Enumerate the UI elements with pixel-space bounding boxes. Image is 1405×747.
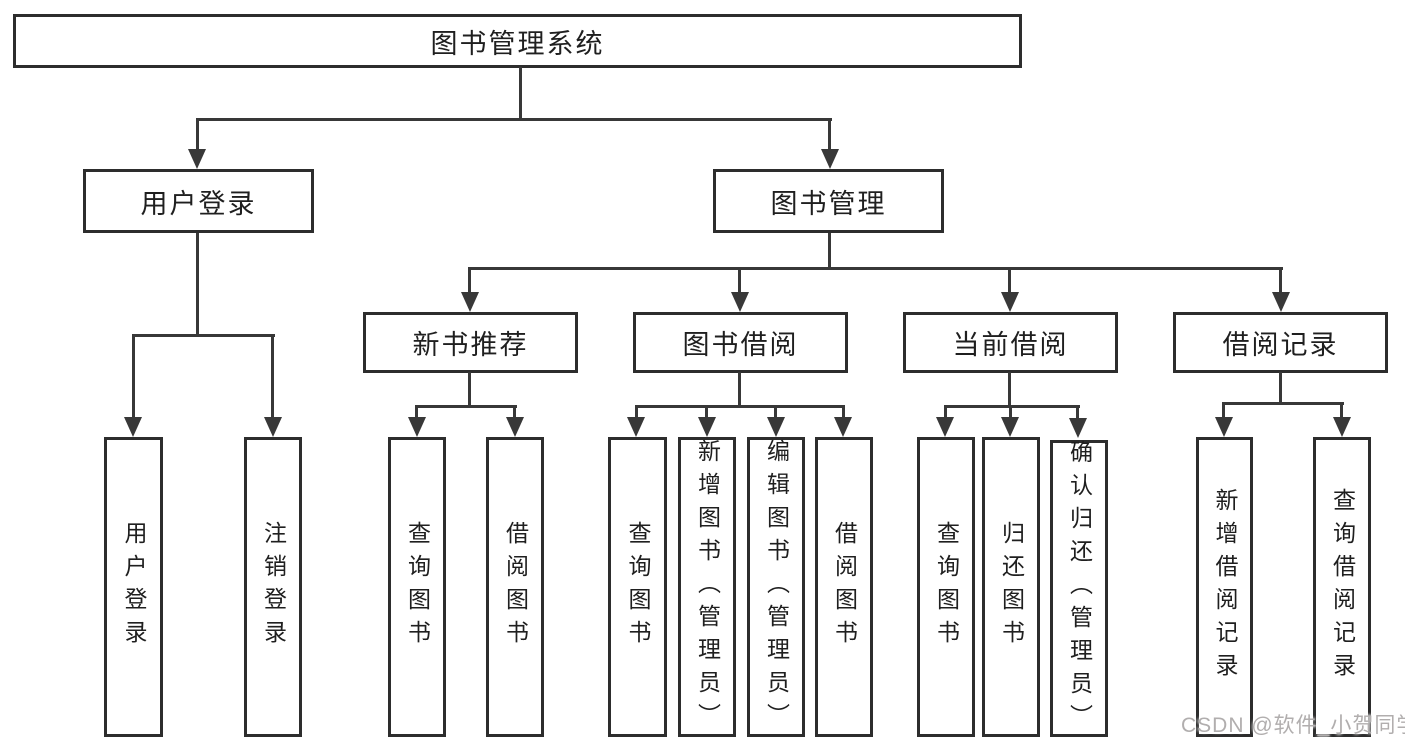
leaf-logout: 注销登录 xyxy=(244,437,302,737)
leaf-edit-book-admin: 编辑图书（管理员） xyxy=(747,437,805,737)
connector-line xyxy=(828,233,831,270)
arrow-down-icon xyxy=(767,417,785,437)
connector-line xyxy=(132,334,135,419)
connector-line xyxy=(1340,402,1343,419)
node-book-borrow: 图书借阅 xyxy=(633,312,848,373)
connector-line xyxy=(1009,405,1012,419)
connector-line xyxy=(513,405,516,419)
connector-line xyxy=(1279,372,1282,405)
arrow-down-icon xyxy=(408,417,426,437)
leaf-borrow-book-label: 借阅图书 xyxy=(831,521,858,653)
connector-line xyxy=(415,405,517,408)
leaf-edit-book-admin-label: 编辑图书（管理员） xyxy=(763,438,790,736)
arrow-down-icon xyxy=(936,417,954,437)
leaf-recommend-borrow-book-label: 借阅图书 xyxy=(502,521,529,653)
leaf-borrow-book: 借阅图书 xyxy=(815,437,873,737)
connector-line xyxy=(132,334,275,337)
leaf-return-book-label: 归还图书 xyxy=(998,521,1025,653)
arrow-down-icon xyxy=(1272,292,1290,312)
leaf-logout-label: 注销登录 xyxy=(260,521,287,653)
arrow-down-icon xyxy=(627,417,645,437)
connector-line xyxy=(196,233,199,337)
connector-line xyxy=(468,267,471,294)
connector-line xyxy=(635,405,638,419)
connector-line xyxy=(828,118,831,151)
arrow-down-icon xyxy=(821,149,839,169)
leaf-borrow-query-book: 查询图书 xyxy=(608,437,667,737)
leaf-user-login: 用户登录 xyxy=(104,437,163,737)
connector-line xyxy=(1222,402,1344,405)
connector-line xyxy=(944,405,1080,408)
leaf-add-borrow-record-label: 新增借阅记录 xyxy=(1212,488,1238,686)
node-root-system: 图书管理系统 xyxy=(13,14,1022,68)
connector-line xyxy=(415,405,418,419)
connector-line xyxy=(842,405,845,419)
connector-line xyxy=(468,267,1283,270)
connector-line xyxy=(271,334,274,419)
connector-line xyxy=(738,372,741,408)
connector-line xyxy=(1008,267,1011,294)
connector-line xyxy=(774,405,777,419)
arrow-down-icon xyxy=(461,292,479,312)
arrow-down-icon xyxy=(834,417,852,437)
node-book-management: 图书管理 xyxy=(713,169,944,233)
leaf-current-query-book: 查询图书 xyxy=(917,437,975,737)
arrow-down-icon xyxy=(1333,417,1351,437)
leaf-confirm-return-admin-label: 确认归还（管理员） xyxy=(1066,440,1093,737)
arrow-down-icon xyxy=(1215,417,1233,437)
connector-line xyxy=(196,118,832,121)
arrow-down-icon xyxy=(124,417,142,437)
arrow-down-icon xyxy=(506,417,524,437)
arrow-down-icon xyxy=(1001,417,1019,437)
leaf-current-query-book-label: 查询图书 xyxy=(933,521,960,653)
node-new-book-recommend: 新书推荐 xyxy=(363,312,578,373)
leaf-query-borrow-record: 查询借阅记录 xyxy=(1313,437,1371,737)
arrow-down-icon xyxy=(1069,418,1087,438)
arrow-down-icon xyxy=(188,149,206,169)
connector-line xyxy=(519,67,522,120)
node-current-borrow: 当前借阅 xyxy=(903,312,1118,373)
connector-line xyxy=(944,405,947,419)
leaf-add-book-admin-label: 新增图书（管理员） xyxy=(694,438,721,736)
connector-line xyxy=(468,372,471,408)
connector-line xyxy=(1008,372,1011,408)
leaf-recommend-query-book: 查询图书 xyxy=(388,437,446,737)
arrow-down-icon xyxy=(698,417,716,437)
leaf-query-borrow-record-label: 查询借阅记录 xyxy=(1329,488,1356,686)
leaf-borrow-query-book-label: 查询图书 xyxy=(625,521,651,653)
leaf-recommend-query-book-label: 查询图书 xyxy=(404,521,431,653)
leaf-return-book: 归还图书 xyxy=(982,437,1040,737)
node-user-login: 用户登录 xyxy=(83,169,314,233)
leaf-recommend-borrow-book: 借阅图书 xyxy=(486,437,544,737)
leaf-add-book-admin: 新增图书（管理员） xyxy=(678,437,736,737)
arrow-down-icon xyxy=(1001,292,1019,312)
leaf-confirm-return-admin: 确认归还（管理员） xyxy=(1050,440,1108,737)
connector-line xyxy=(1279,267,1282,294)
connector-line xyxy=(705,405,708,419)
connector-line xyxy=(738,267,741,294)
connector-line xyxy=(1222,402,1225,419)
node-borrow-records: 借阅记录 xyxy=(1173,312,1388,373)
arrow-down-icon xyxy=(731,292,749,312)
leaf-add-borrow-record: 新增借阅记录 xyxy=(1196,437,1253,737)
connector-line xyxy=(196,118,199,151)
connector-line xyxy=(1076,405,1079,419)
arrow-down-icon xyxy=(264,417,282,437)
csdn-watermark: CSDN @软件_小贺同学 xyxy=(1181,714,1405,737)
leaf-user-login-label: 用户登录 xyxy=(121,521,147,653)
connector-line xyxy=(635,405,844,408)
